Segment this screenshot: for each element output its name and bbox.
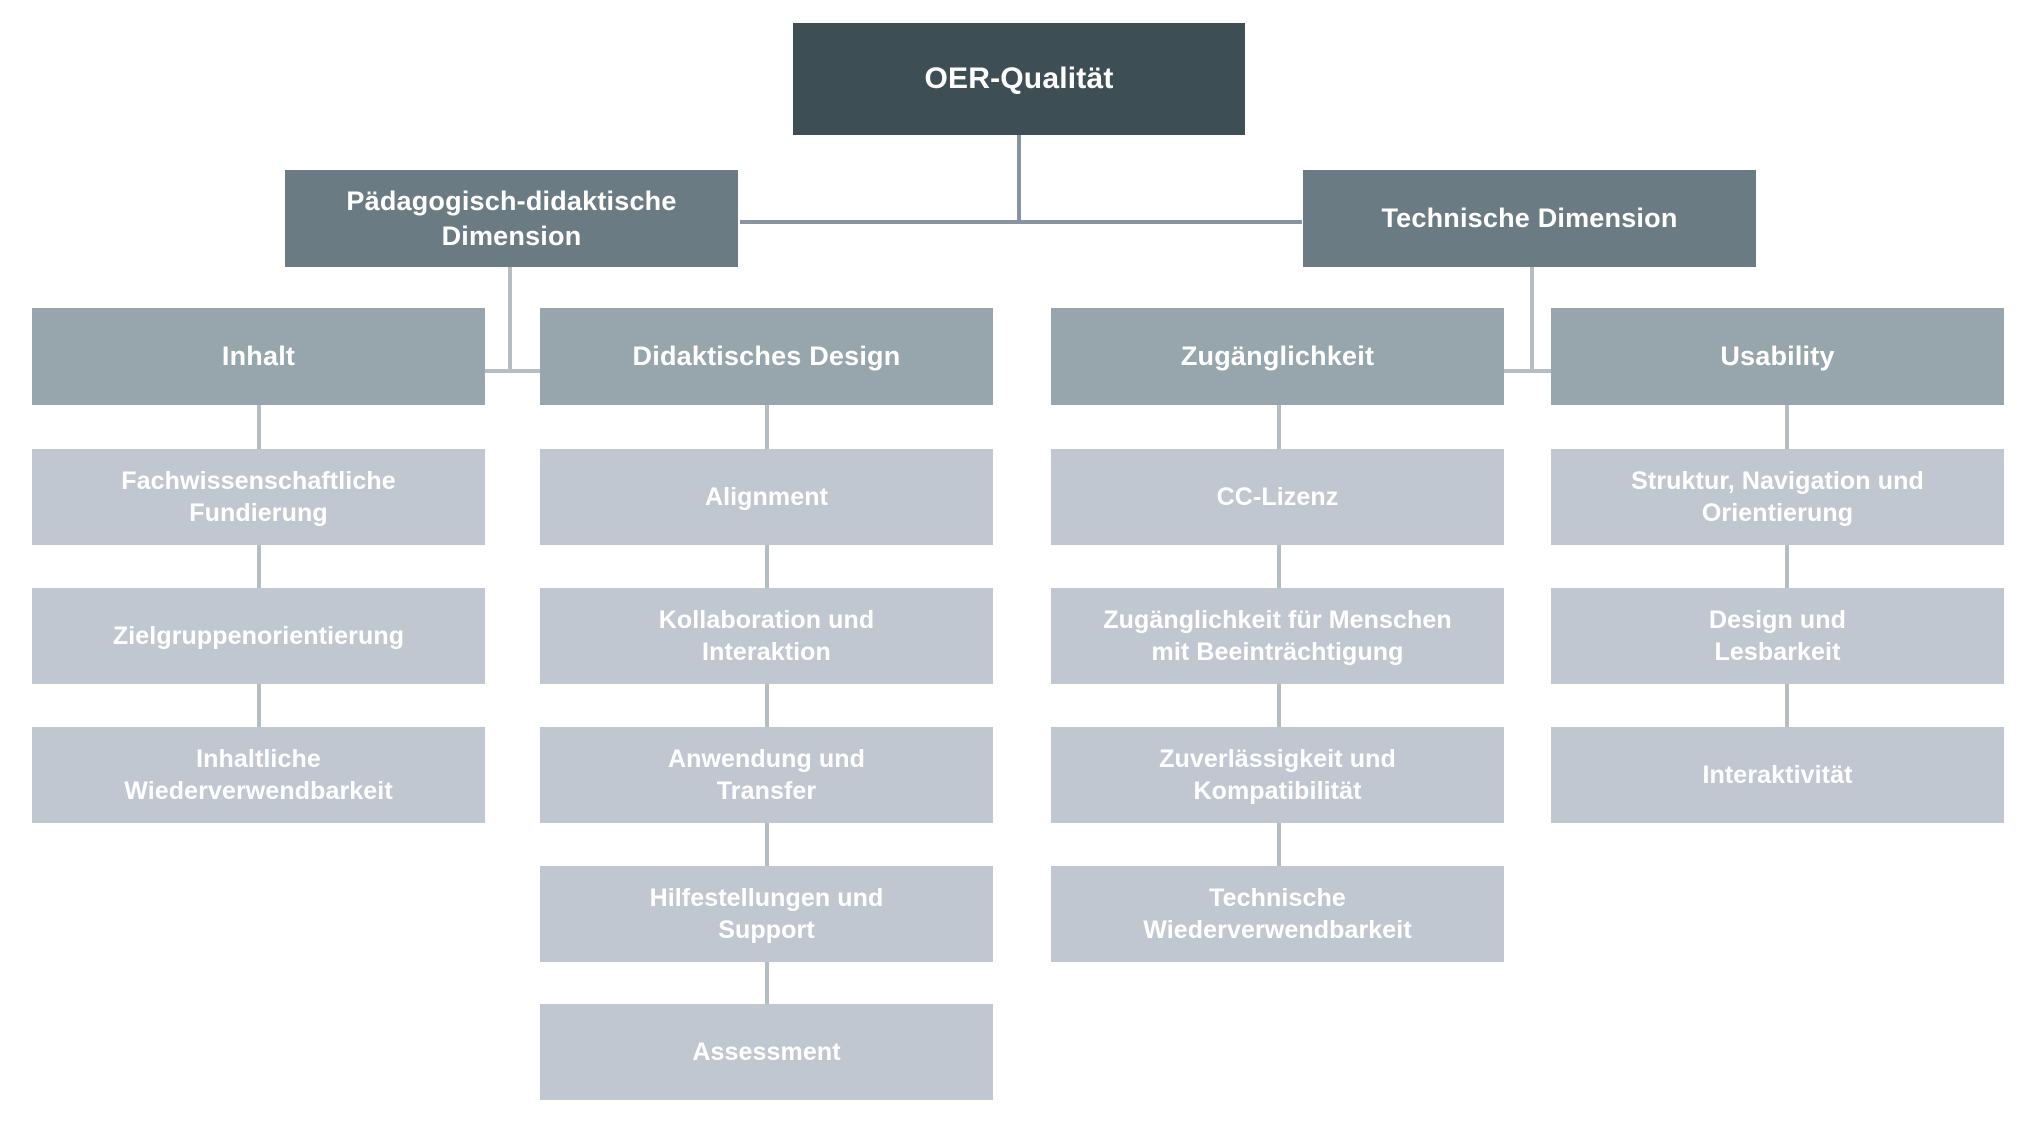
node-leaf-zielgruppenorientierung[interactable]: Zielgruppenorientierung — [32, 588, 485, 684]
connector-usability-stem-2 — [1785, 545, 1789, 590]
node-label: CC-Lizenz — [1216, 483, 1339, 511]
node-label: Fachwissenschaftliche Fundierung — [121, 467, 396, 527]
node-oer-qualitaet[interactable]: OER-Qualität — [793, 23, 1245, 135]
node-label: Kollaboration und Interaktion — [658, 606, 875, 666]
connector-pedagogical-category-bus — [257, 369, 765, 373]
node-label: Zugänglichkeit — [1180, 341, 1375, 372]
connector-technical-vertical — [1530, 266, 1534, 372]
connector-zugaenglichkeit-stem-3 — [1277, 683, 1281, 728]
node-leaf-alignment[interactable]: Alignment — [540, 449, 993, 545]
node-category-didaktisches-design[interactable]: Didaktisches Design — [540, 308, 993, 405]
node-label: Zuverlässigkeit und Kompatibilität — [1159, 745, 1396, 805]
node-label: Interaktivität — [1702, 761, 1853, 789]
connector-didaktik-stem-2 — [765, 545, 769, 590]
connector-didaktik-stem-4 — [765, 822, 769, 867]
node-leaf-anwendung-und-transfer[interactable]: Anwendung und Transfer — [540, 727, 993, 823]
node-category-inhalt[interactable]: Inhalt — [32, 308, 485, 405]
connector-root-vertical — [1017, 134, 1021, 222]
connector-zugaenglichkeit-stem-2 — [1277, 545, 1281, 590]
node-label: OER-Qualität — [924, 61, 1114, 95]
node-leaf-design-und-lesbarkeit[interactable]: Design und Lesbarkeit — [1551, 588, 2004, 684]
connector-zugaenglichkeit-stem-1 — [1277, 405, 1281, 453]
node-label: Technische Wiederverwendbarkeit — [1143, 884, 1412, 944]
connector-usability-stem-3 — [1785, 683, 1789, 728]
node-label: Struktur, Navigation und Orientierung — [1631, 467, 1924, 527]
node-leaf-struktur-navigation-und-orientierung[interactable]: Struktur, Navigation und Orientierung — [1551, 449, 2004, 545]
node-category-zugaenglichkeit[interactable]: Zugänglichkeit — [1051, 308, 1504, 405]
connector-didaktik-stem-1 — [765, 405, 769, 453]
node-label: Hilfestellungen und Support — [649, 884, 884, 944]
node-leaf-hilfestellungen-und-support[interactable]: Hilfestellungen und Support — [540, 866, 993, 962]
node-label: Zielgruppenorientierung — [112, 622, 405, 650]
node-leaf-fachwissenschaftliche-fundierung[interactable]: Fachwissenschaftliche Fundierung — [32, 449, 485, 545]
connector-usability-stem-1 — [1785, 405, 1789, 453]
node-label: Assessment — [692, 1038, 841, 1066]
connector-inhalt-stem-2 — [257, 545, 261, 590]
connector-pedagogical-vertical — [508, 266, 512, 372]
connector-inhalt-stem-3 — [257, 683, 261, 728]
connector-dimension-bus — [740, 220, 1302, 224]
node-label: Inhaltliche Wiederverwendbarkeit — [124, 745, 393, 805]
connector-technical-category-bus — [1277, 369, 1785, 373]
node-leaf-interaktivitaet[interactable]: Interaktivität — [1551, 727, 2004, 823]
connector-didaktik-stem-3 — [765, 683, 769, 728]
node-label: Design und Lesbarkeit — [1708, 606, 1847, 666]
node-leaf-cc-lizenz[interactable]: CC-Lizenz — [1051, 449, 1504, 545]
node-label: Didaktisches Design — [632, 341, 901, 372]
node-label: Technische Dimension — [1381, 203, 1678, 234]
node-technische-dimension[interactable]: Technische Dimension — [1303, 170, 1756, 267]
node-category-usability[interactable]: Usability — [1551, 308, 2004, 405]
connector-zugaenglichkeit-stem-4 — [1277, 822, 1281, 867]
connector-inhalt-stem-1 — [257, 405, 261, 453]
connector-didaktik-stem-5 — [765, 960, 769, 1005]
node-leaf-kollaboration-und-interaktion[interactable]: Kollaboration und Interaktion — [540, 588, 993, 684]
node-leaf-zugaenglichkeit-fuer-menschen-mit-beeintraechtigung[interactable]: Zugänglichkeit für Menschen mit Beeinträ… — [1051, 588, 1504, 684]
node-paedagogisch-didaktische-dimension[interactable]: Pädagogisch-didaktische Dimension — [285, 170, 738, 267]
node-label: Pädagogisch-didaktische Dimension — [346, 185, 677, 251]
node-label: Anwendung und Transfer — [667, 745, 866, 805]
node-leaf-inhaltliche-wiederverwendbarkeit[interactable]: Inhaltliche Wiederverwendbarkeit — [32, 727, 485, 823]
node-label: Usability — [1720, 341, 1835, 372]
node-leaf-technische-wiederverwendbarkeit[interactable]: Technische Wiederverwendbarkeit — [1051, 866, 1504, 962]
node-label: Inhalt — [221, 341, 296, 372]
node-label: Alignment — [704, 483, 829, 511]
node-leaf-assessment[interactable]: Assessment — [540, 1004, 993, 1100]
node-label: Zugänglichkeit für Menschen mit Beeinträ… — [1103, 606, 1452, 666]
node-leaf-zuverlaessigkeit-und-kompatibilitaet[interactable]: Zuverlässigkeit und Kompatibilität — [1051, 727, 1504, 823]
